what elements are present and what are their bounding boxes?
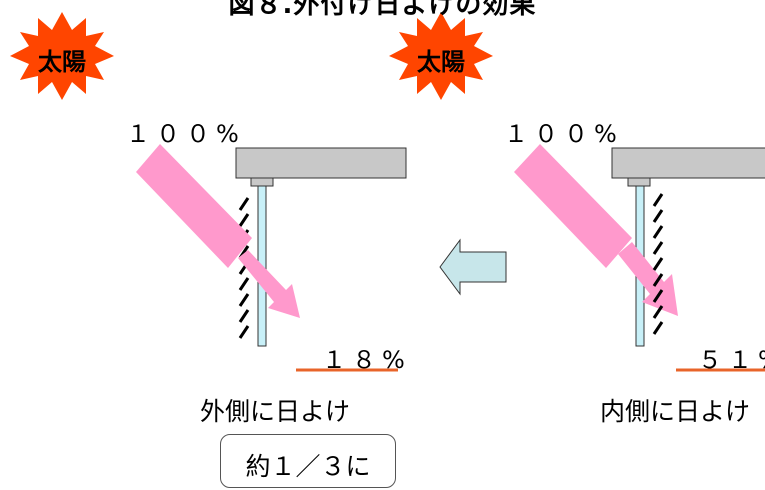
right-incident-percent: １００% (504, 120, 623, 148)
left-incident-percent: １００% (126, 120, 245, 148)
right-sun-label: 太陽 (417, 48, 465, 76)
comparison-arrow-icon (439, 238, 507, 296)
page-title: 図８.外付け日よけの効果 (228, 0, 537, 20)
left-sun-icon (10, 12, 114, 100)
left-sun-label: 太陽 (38, 48, 86, 76)
right-transmitted-percent: ５１% (698, 346, 765, 374)
comparison-text: 約１／３に (245, 452, 371, 481)
right-transmitted-beam (618, 242, 678, 316)
right-eave (611, 147, 765, 179)
right-caption: 内側に日よけ (600, 397, 751, 426)
right-incident-beam (514, 144, 632, 268)
comparison-box: 約１／３に (220, 434, 396, 488)
left-eave (235, 147, 407, 179)
left-transmitted-beam (238, 250, 300, 318)
right-sun-icon (389, 12, 493, 100)
left-window-frame-top (250, 177, 274, 187)
left-caption: 外側に日よけ (200, 397, 351, 426)
right-interior-shade (652, 193, 664, 335)
right-window-frame-top (627, 177, 651, 187)
left-incident-beam (136, 144, 252, 268)
left-transmitted-percent: １８% (322, 346, 411, 374)
